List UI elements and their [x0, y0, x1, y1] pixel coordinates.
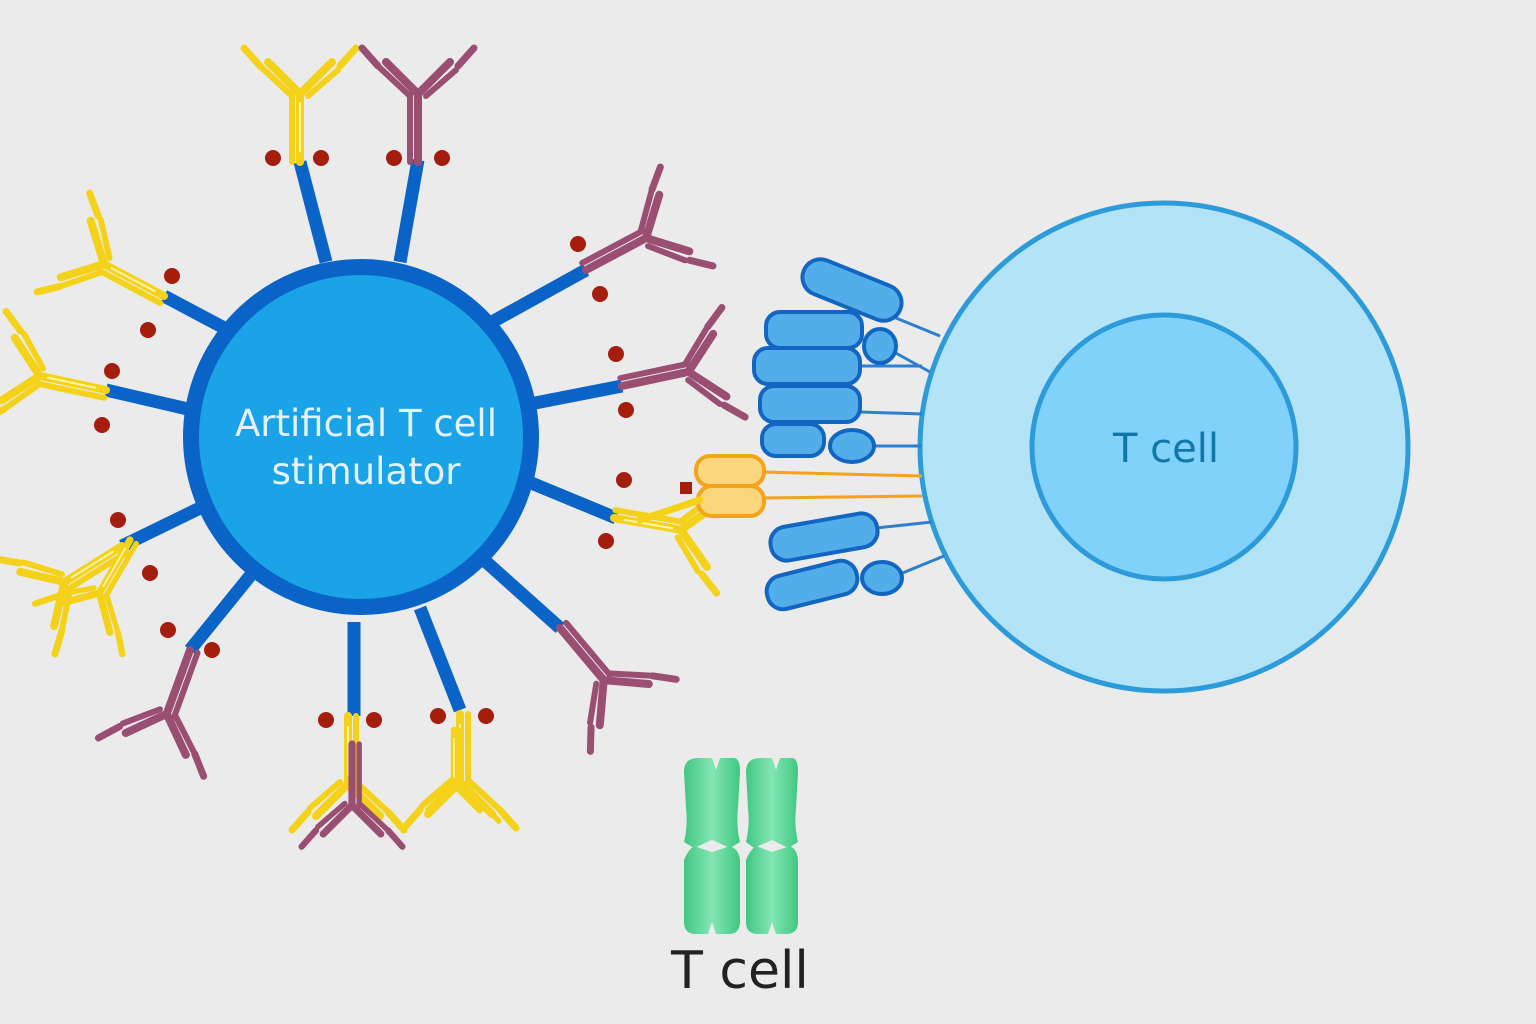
bottom-label: T cell: [670, 941, 809, 1001]
green-block: [684, 846, 740, 934]
receptor-knob: [860, 560, 904, 596]
engaged-complex: [636, 454, 923, 524]
dot: [618, 402, 634, 418]
dot: [142, 565, 158, 581]
mhc-complex-bottom: [696, 484, 766, 518]
dot: [160, 622, 176, 638]
dot: [608, 346, 624, 362]
green-block: [746, 846, 798, 934]
antibody-mauve-bottom-right-inner: [409, 730, 499, 821]
receptor: [764, 310, 864, 350]
receptor-knob: [862, 327, 898, 365]
stimulator-group: Artificial T cell stimulator: [0, 48, 745, 847]
antibody-yellow-top: [244, 48, 356, 162]
green-t-cell-icon: [684, 758, 798, 934]
dot: [94, 417, 110, 433]
dot: [204, 642, 220, 658]
antibody-mauve-bottom: [302, 744, 403, 847]
t-cell-group: T cell: [636, 200, 1411, 694]
receptor-tethers: [859, 316, 945, 576]
antibody-yellow-upper-left: [37, 193, 190, 345]
receptor: [758, 384, 862, 424]
stimulator-label-line1: Artificial T cell: [235, 402, 497, 445]
stimulator-cell: [183, 259, 539, 615]
dot: [616, 472, 632, 488]
dot: [592, 286, 608, 302]
peptide: [680, 482, 692, 494]
dot: [110, 512, 126, 528]
antibody-mauve-right: [610, 308, 745, 441]
receptor: [752, 346, 862, 386]
dot: [570, 236, 586, 252]
receptor: [768, 511, 880, 563]
green-block: [684, 758, 740, 848]
dot: [598, 533, 614, 549]
t-cell-label: T cell: [1112, 426, 1219, 472]
receptor: [800, 257, 904, 323]
receptor-group: [752, 257, 904, 612]
antibody-mauve-top: [362, 48, 474, 162]
t-cell-nucleus: [1029, 312, 1299, 582]
receptor: [764, 558, 860, 612]
dot: [140, 322, 156, 338]
receptor: [760, 422, 826, 458]
stimulator-label-line2: stimulator: [272, 450, 462, 493]
receptor-knob: [828, 428, 876, 464]
antibody-yellow-lower-left: [0, 499, 152, 654]
green-block: [746, 758, 798, 848]
dot: [104, 363, 120, 379]
stimulator-stalks: [104, 158, 624, 716]
mhc-complex-top: [694, 454, 766, 488]
dot: [164, 268, 180, 284]
